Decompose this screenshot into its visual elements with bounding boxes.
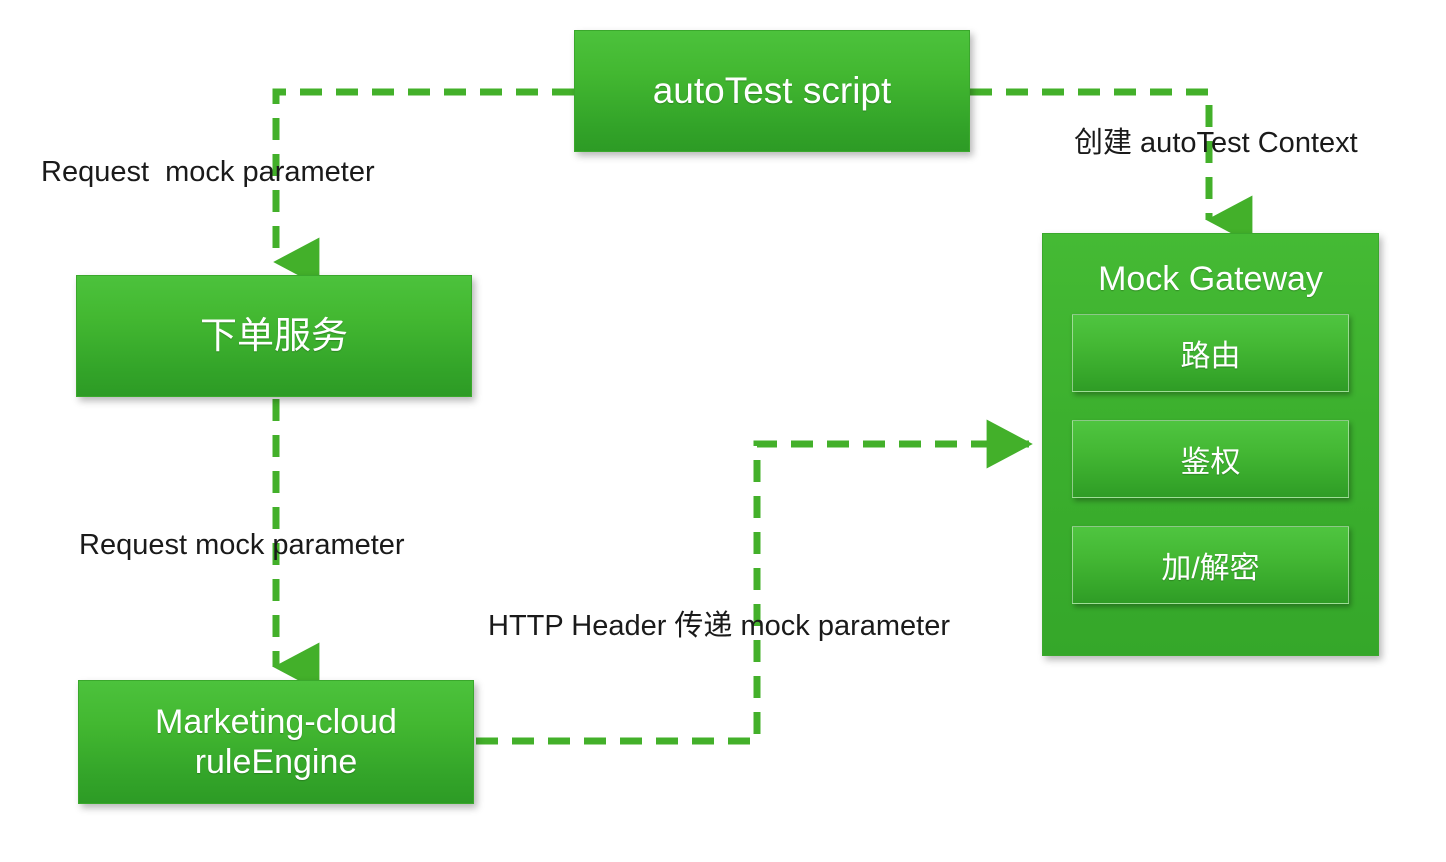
node-autotest-script[interactable]: autoTest script (574, 30, 970, 152)
edge-label-order-to-rule: Request mock parameter (79, 529, 405, 561)
node-rule-engine-label: Marketing-cloud ruleEngine (155, 702, 397, 781)
edge-label-rule-to-gateway: HTTP Header 传递 mock parameter (488, 610, 950, 642)
mock-gateway-component-routing-label: 路由 (1180, 340, 1241, 373)
node-order-service-label: 下单服务 (200, 315, 348, 357)
node-autotest-script-label: autoTest script (652, 70, 892, 112)
mock-gateway-component-auth-label: 鉴权 (1180, 446, 1241, 479)
mock-gateway-component-auth[interactable]: 鉴权 (1072, 420, 1349, 498)
node-rule-engine[interactable]: Marketing-cloud ruleEngine (78, 680, 474, 804)
edge-label-autotest-to-order: Request mock parameter (41, 156, 375, 188)
mock-gateway-title: Mock Gateway (1098, 260, 1323, 298)
mock-gateway-component-crypto-label: 加/解密 (1161, 552, 1260, 585)
mock-gateway-component-crypto[interactable]: 加/解密 (1072, 526, 1349, 604)
edge-label-autotest-to-gateway: 创建 autoTest Context (1074, 127, 1358, 159)
edge-rule-to-gateway (476, 419, 1033, 745)
node-order-service[interactable]: 下单服务 (76, 275, 472, 397)
node-mock-gateway[interactable]: Mock Gateway 路由 鉴权 加/解密 (1042, 233, 1379, 656)
mock-gateway-component-routing[interactable]: 路由 (1072, 314, 1349, 392)
